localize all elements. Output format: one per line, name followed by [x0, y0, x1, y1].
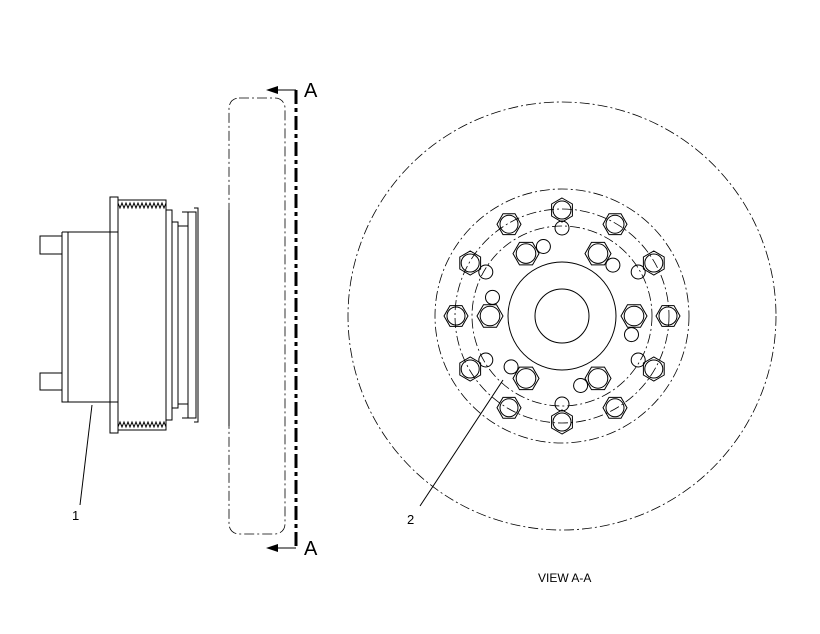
inner-bolt-head: [512, 366, 540, 391]
plain-hole: [535, 239, 551, 254]
damper-ring: [228, 97, 286, 535]
grooved-pulley: [109, 196, 199, 434]
arrowhead-top: [266, 86, 278, 94]
plain-hole: [554, 396, 570, 412]
outer-bolt-head: [496, 396, 522, 419]
outer-bolt-head: [496, 213, 522, 236]
hub: [61, 231, 118, 403]
outer-bolt-head: [602, 396, 628, 419]
shaft-studs: [39, 235, 62, 391]
inner-bolt-head: [584, 366, 612, 391]
outer-bolt-head: [459, 250, 482, 276]
plain-hole-set: [478, 220, 646, 412]
plain-hole: [503, 359, 519, 375]
view-a-a: 2 VIEW A-A: [347, 101, 777, 585]
plain-hole: [630, 264, 646, 280]
center-bore: [534, 288, 590, 344]
inner-bolt-head: [476, 304, 504, 328]
plain-hole: [605, 257, 621, 273]
pulley-teeth-top: [117, 201, 167, 210]
section-label-bottom: A: [304, 538, 318, 560]
plain-hole: [478, 352, 494, 368]
outer-bolt-head: [551, 409, 573, 435]
plain-hole: [630, 352, 646, 368]
plain-hole: [573, 378, 589, 393]
outer-bolt-head: [642, 356, 665, 382]
section-label-top: A: [304, 80, 318, 102]
outer-bolt-head: [602, 213, 628, 236]
pulley-teeth-bottom: [117, 420, 167, 429]
inner-bolt-head: [512, 241, 540, 266]
inner-bolt-head: [584, 241, 612, 266]
outer-bolt-circle: [454, 208, 670, 424]
section-cut-line: [266, 86, 298, 552]
outer-bolt-set: [443, 197, 681, 435]
plain-hole: [478, 264, 494, 280]
callout-2: 2: [407, 512, 414, 527]
outer-bolt-head: [459, 356, 482, 382]
callout-1: 1: [72, 508, 79, 523]
plain-hole: [485, 289, 500, 305]
damper-outline: [347, 101, 777, 531]
hub-boss: [507, 261, 617, 371]
outer-bolt-head: [655, 305, 681, 327]
leader-line-1: [79, 404, 93, 506]
plain-hole: [624, 327, 639, 343]
outer-bolt-ring: [434, 188, 690, 444]
outer-bolt-head: [642, 250, 665, 276]
inner-bolt-ring: [471, 225, 653, 407]
pulley-teeth: [117, 201, 167, 210]
outer-bolt-head: [551, 197, 573, 223]
leader-line-2: [419, 379, 504, 507]
arrowhead-bottom: [266, 544, 278, 552]
inner-bolt-set: [476, 241, 648, 391]
view-caption: VIEW A-A: [538, 571, 591, 585]
side-view: A A 1: [39, 80, 318, 560]
plain-hole: [554, 220, 570, 236]
pulley-teeth: [117, 420, 167, 429]
outer-bolt-head: [443, 305, 469, 327]
inner-bolt-head: [620, 304, 648, 328]
